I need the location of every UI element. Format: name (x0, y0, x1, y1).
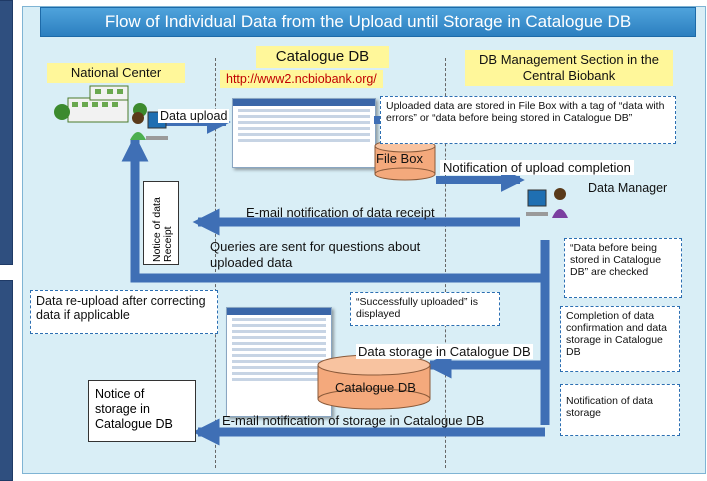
data-manager-label: Data Manager (588, 181, 668, 195)
note-successfully-uploaded: “Successfully uploaded” is displayed (350, 292, 500, 326)
notice-storage: Notice of storage in Catalogue DB (88, 380, 196, 442)
notice-data-receipt: Notice of data Receipt (143, 181, 179, 265)
data-manager-icon (526, 188, 568, 218)
note-completion: Completion of data confirmation and data… (560, 306, 680, 372)
note-reupload: Data re-upload after correcting data if … (30, 290, 218, 334)
note-uploaded-stored: Uploaded data are stored in File Box wit… (380, 96, 676, 144)
file-box-database (374, 139, 436, 181)
label-data-upload: Data upload (158, 109, 230, 123)
left-accent-bar-top (0, 0, 13, 265)
label-email-receipt: E-mail notification of data receipt (246, 205, 435, 220)
label-data-storage: Data storage in Catalogue DB (356, 344, 533, 359)
catalogue-db-label: Catalogue DB (335, 380, 416, 395)
label-queries: Queries are sent for questions about upl… (210, 239, 421, 270)
column-title-db-management: DB Management Section in the Central Bio… (465, 50, 673, 86)
diagram-title: Flow of Individual Data from the Upload … (40, 7, 696, 37)
column-divider-1 (215, 58, 216, 468)
column-title-catalogue-db: Catalogue DB (256, 46, 389, 68)
column-title-national-center: National Center (47, 63, 185, 83)
label-notification-upload: Notification of upload completion (440, 160, 634, 175)
note-data-checked: “Data before being stored in Catalogue D… (564, 238, 682, 298)
column-divider-2 (445, 58, 446, 468)
label-email-storage: E-mail notification of storage in Catalo… (222, 413, 485, 428)
user-computer-icon (130, 111, 168, 140)
note-notification-storage: Notification of data storage (560, 384, 680, 436)
catalogue-db-database (317, 354, 431, 410)
website-screenshot-upload (232, 98, 376, 168)
building-icon (54, 85, 147, 123)
file-box-label: File Box (376, 151, 423, 166)
notice-data-receipt-text: Notice of data Receipt (151, 197, 174, 262)
catalogue-url: http://www2.ncbiobank.org/ (220, 70, 383, 88)
website-screenshot-storage (226, 307, 332, 417)
